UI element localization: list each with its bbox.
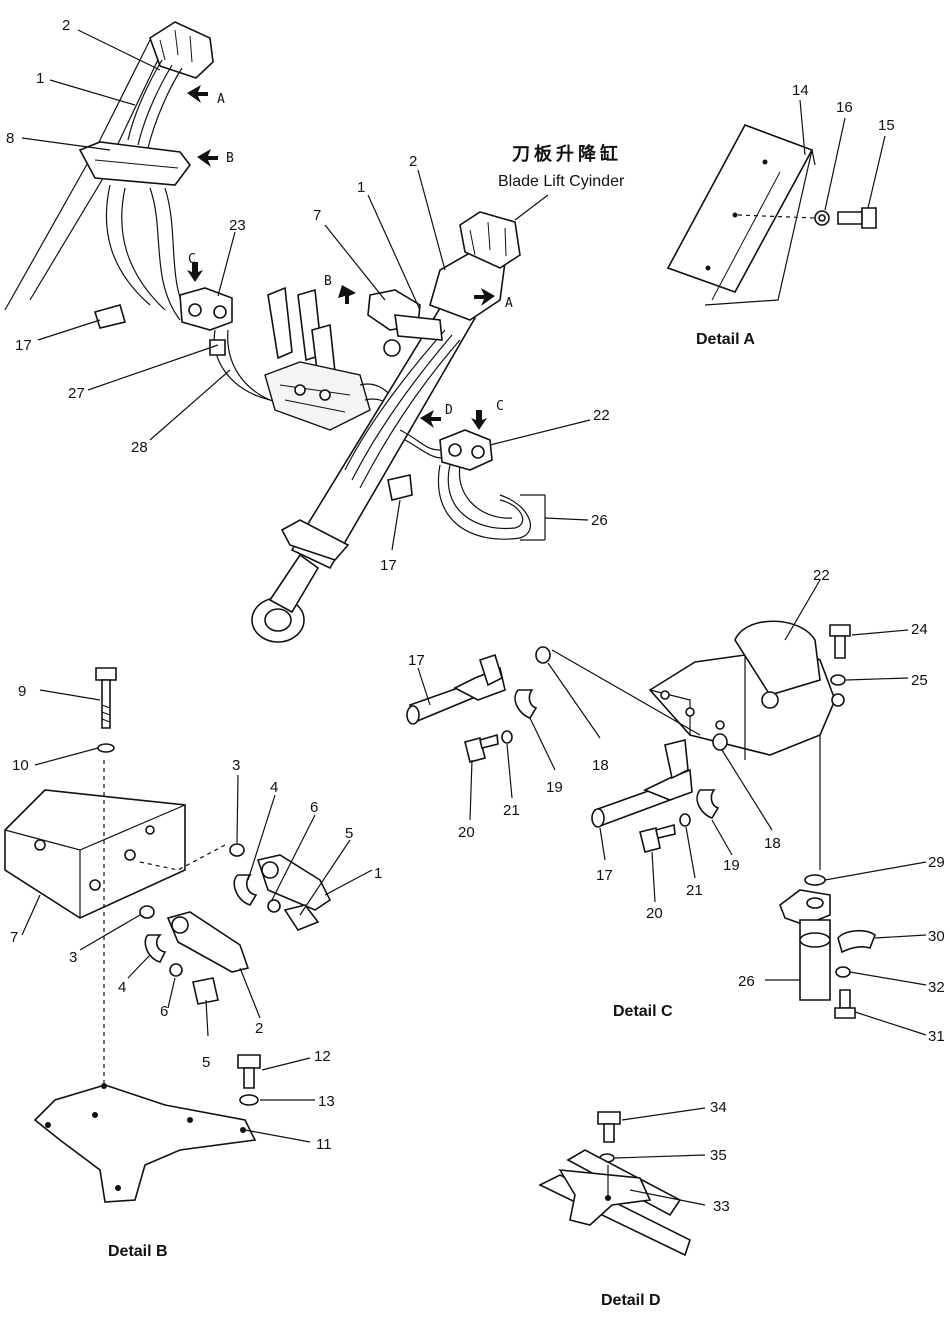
callout: 33 <box>713 1198 730 1215</box>
callout: 26 <box>591 512 608 529</box>
callout: 21 <box>686 882 703 899</box>
callout: 13 <box>318 1093 335 1110</box>
detail-a-label: Detail A <box>696 331 755 348</box>
view-letter-a-left: A <box>217 92 225 107</box>
callout: 26 <box>738 973 755 990</box>
detail-c-drawing <box>406 620 876 1019</box>
callout: 3 <box>69 949 77 966</box>
right-lift-cylinder <box>251 211 531 643</box>
callout: 7 <box>10 929 18 946</box>
callout: 17 <box>408 652 425 669</box>
callout: 17 <box>380 557 397 574</box>
callout: 25 <box>911 672 928 689</box>
callout: 30 <box>928 928 945 945</box>
callout: 4 <box>118 979 126 996</box>
callout: 21 <box>503 802 520 819</box>
callout: 15 <box>878 117 895 134</box>
callout: 31 <box>928 1028 945 1045</box>
left-lift-cylinder <box>4 21 286 406</box>
callout: 3 <box>232 757 240 774</box>
callout: 18 <box>592 757 609 774</box>
detail-c-label: Detail C <box>613 1003 673 1020</box>
callout: 17 <box>596 867 613 884</box>
callout: 35 <box>710 1147 727 1164</box>
callout: 28 <box>131 439 148 456</box>
control-valve-assembly <box>264 286 411 433</box>
callout: 22 <box>813 567 830 584</box>
callout: 23 <box>229 217 246 234</box>
callout: 20 <box>458 824 475 841</box>
callout: 16 <box>836 99 853 116</box>
callout: 5 <box>202 1054 210 1071</box>
callout: 32 <box>928 979 945 996</box>
view-letter-c-right: C <box>496 399 504 414</box>
callout: 18 <box>764 835 781 852</box>
callout: 19 <box>546 779 563 796</box>
callout: 9 <box>18 683 26 700</box>
callout: 6 <box>310 799 318 816</box>
detail-d-label: Detail D <box>601 1292 661 1309</box>
view-letter-b-right: B <box>324 274 332 289</box>
callout: 11 <box>316 1136 332 1153</box>
callout: 2 <box>255 1020 263 1037</box>
callout: 2 <box>409 153 417 170</box>
callout: 1 <box>36 70 44 87</box>
callout: 27 <box>68 385 85 402</box>
leader-lines <box>21 29 927 1206</box>
title-chinese: 刀板升降缸 <box>512 143 622 165</box>
callout: 2 <box>62 17 70 34</box>
callout: 17 <box>15 337 32 354</box>
callout: 7 <box>313 207 321 224</box>
detail-b-label: Detail B <box>108 1243 168 1260</box>
detail-a-drawing <box>666 124 877 306</box>
callout: 19 <box>723 857 740 874</box>
view-letter-b-left: B <box>226 151 234 166</box>
callout: 22 <box>593 407 610 424</box>
title-english: Blade Lift Cyinder <box>498 173 625 190</box>
callout: 34 <box>710 1099 727 1116</box>
callout: 12 <box>314 1048 331 1065</box>
view-letter-c-left: C <box>188 252 196 267</box>
callout: 4 <box>270 779 278 796</box>
callout: 10 <box>12 757 29 774</box>
callout: 1 <box>357 179 365 196</box>
view-letter-d-right: D <box>445 403 453 418</box>
callout: 20 <box>646 905 663 922</box>
callout: 29 <box>928 854 945 871</box>
detail-d-drawing <box>538 1111 691 1257</box>
callout: 14 <box>792 82 809 99</box>
callout: 1 <box>374 865 382 882</box>
callout: 5 <box>345 825 353 842</box>
view-letter-a-right: A <box>505 296 513 311</box>
callout: 24 <box>911 621 928 638</box>
callout: 8 <box>6 130 14 147</box>
detail-b-drawing <box>4 667 332 1203</box>
callout: 6 <box>160 1003 168 1020</box>
